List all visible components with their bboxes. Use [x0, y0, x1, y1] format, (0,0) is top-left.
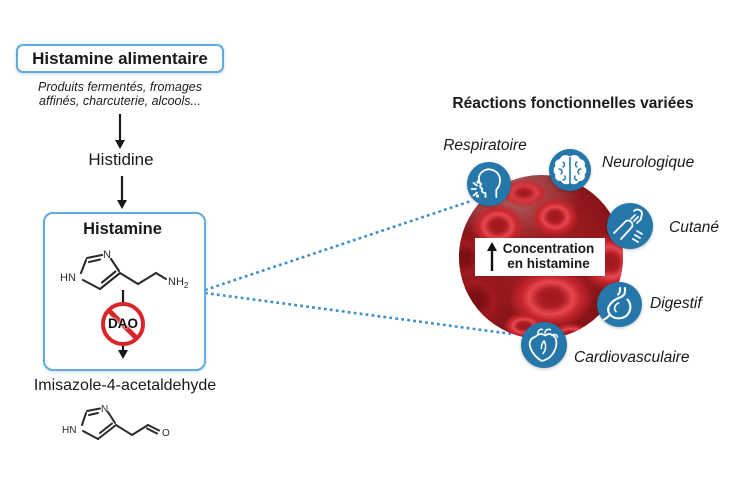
atom-o: O	[162, 428, 170, 439]
scratching-arm-icon	[607, 203, 653, 249]
atom-hn: HN	[60, 272, 76, 284]
reactions-title: Réactions fonctionnelles variées	[452, 95, 694, 112]
brain-icon	[549, 149, 591, 191]
acetaldehyde-molecule: HN N O	[62, 404, 170, 440]
heart-icon	[521, 322, 567, 368]
reaction-label-digestif: Digestif	[650, 295, 702, 312]
precursor-label: Histidine	[88, 150, 154, 169]
product-label: Imisazole-4-acetaldehyde	[33, 377, 217, 394]
concentration-label-box: Concentration en histamine	[475, 238, 605, 276]
down-arrow-icon	[115, 114, 125, 149]
reaction-label-cardiovasculaire: Cardiovasculaire	[574, 349, 690, 366]
source-examples-line2: affinés, charcuterie, alcools...	[39, 94, 201, 108]
reaction-label-respiratoire: Respiratoire	[443, 137, 527, 154]
blood-cell	[531, 197, 579, 237]
histamine-title: Histamine	[83, 220, 162, 238]
reaction-label-cutane: Cutané	[669, 219, 719, 236]
blood-cell	[459, 271, 505, 331]
atom-n: N	[103, 249, 111, 261]
atom-n: N	[101, 404, 108, 415]
up-arrow-icon	[486, 242, 497, 271]
atom-nh2: NH2	[168, 276, 189, 290]
source-box-label: Histamine alimentaire	[32, 48, 208, 68]
atom-hn: HN	[62, 425, 76, 436]
source-examples: Produits fermentés, fromages affinés, ch…	[22, 80, 218, 108]
coughing-head-icon	[467, 162, 511, 206]
source-examples-line1: Produits fermentés, fromages	[38, 80, 202, 94]
down-arrow-icon	[117, 176, 127, 209]
histamine-molecule: HN N NH2	[60, 249, 189, 291]
source-box: Histamine alimentaire	[16, 44, 224, 73]
reaction-label-neurologique: Neurologique	[602, 154, 695, 171]
concentration-label: Concentration en histamine	[502, 241, 595, 271]
stomach-icon	[597, 282, 642, 327]
dao-blocked-icon: DAO	[101, 302, 145, 346]
dao-label: DAO	[108, 316, 138, 331]
